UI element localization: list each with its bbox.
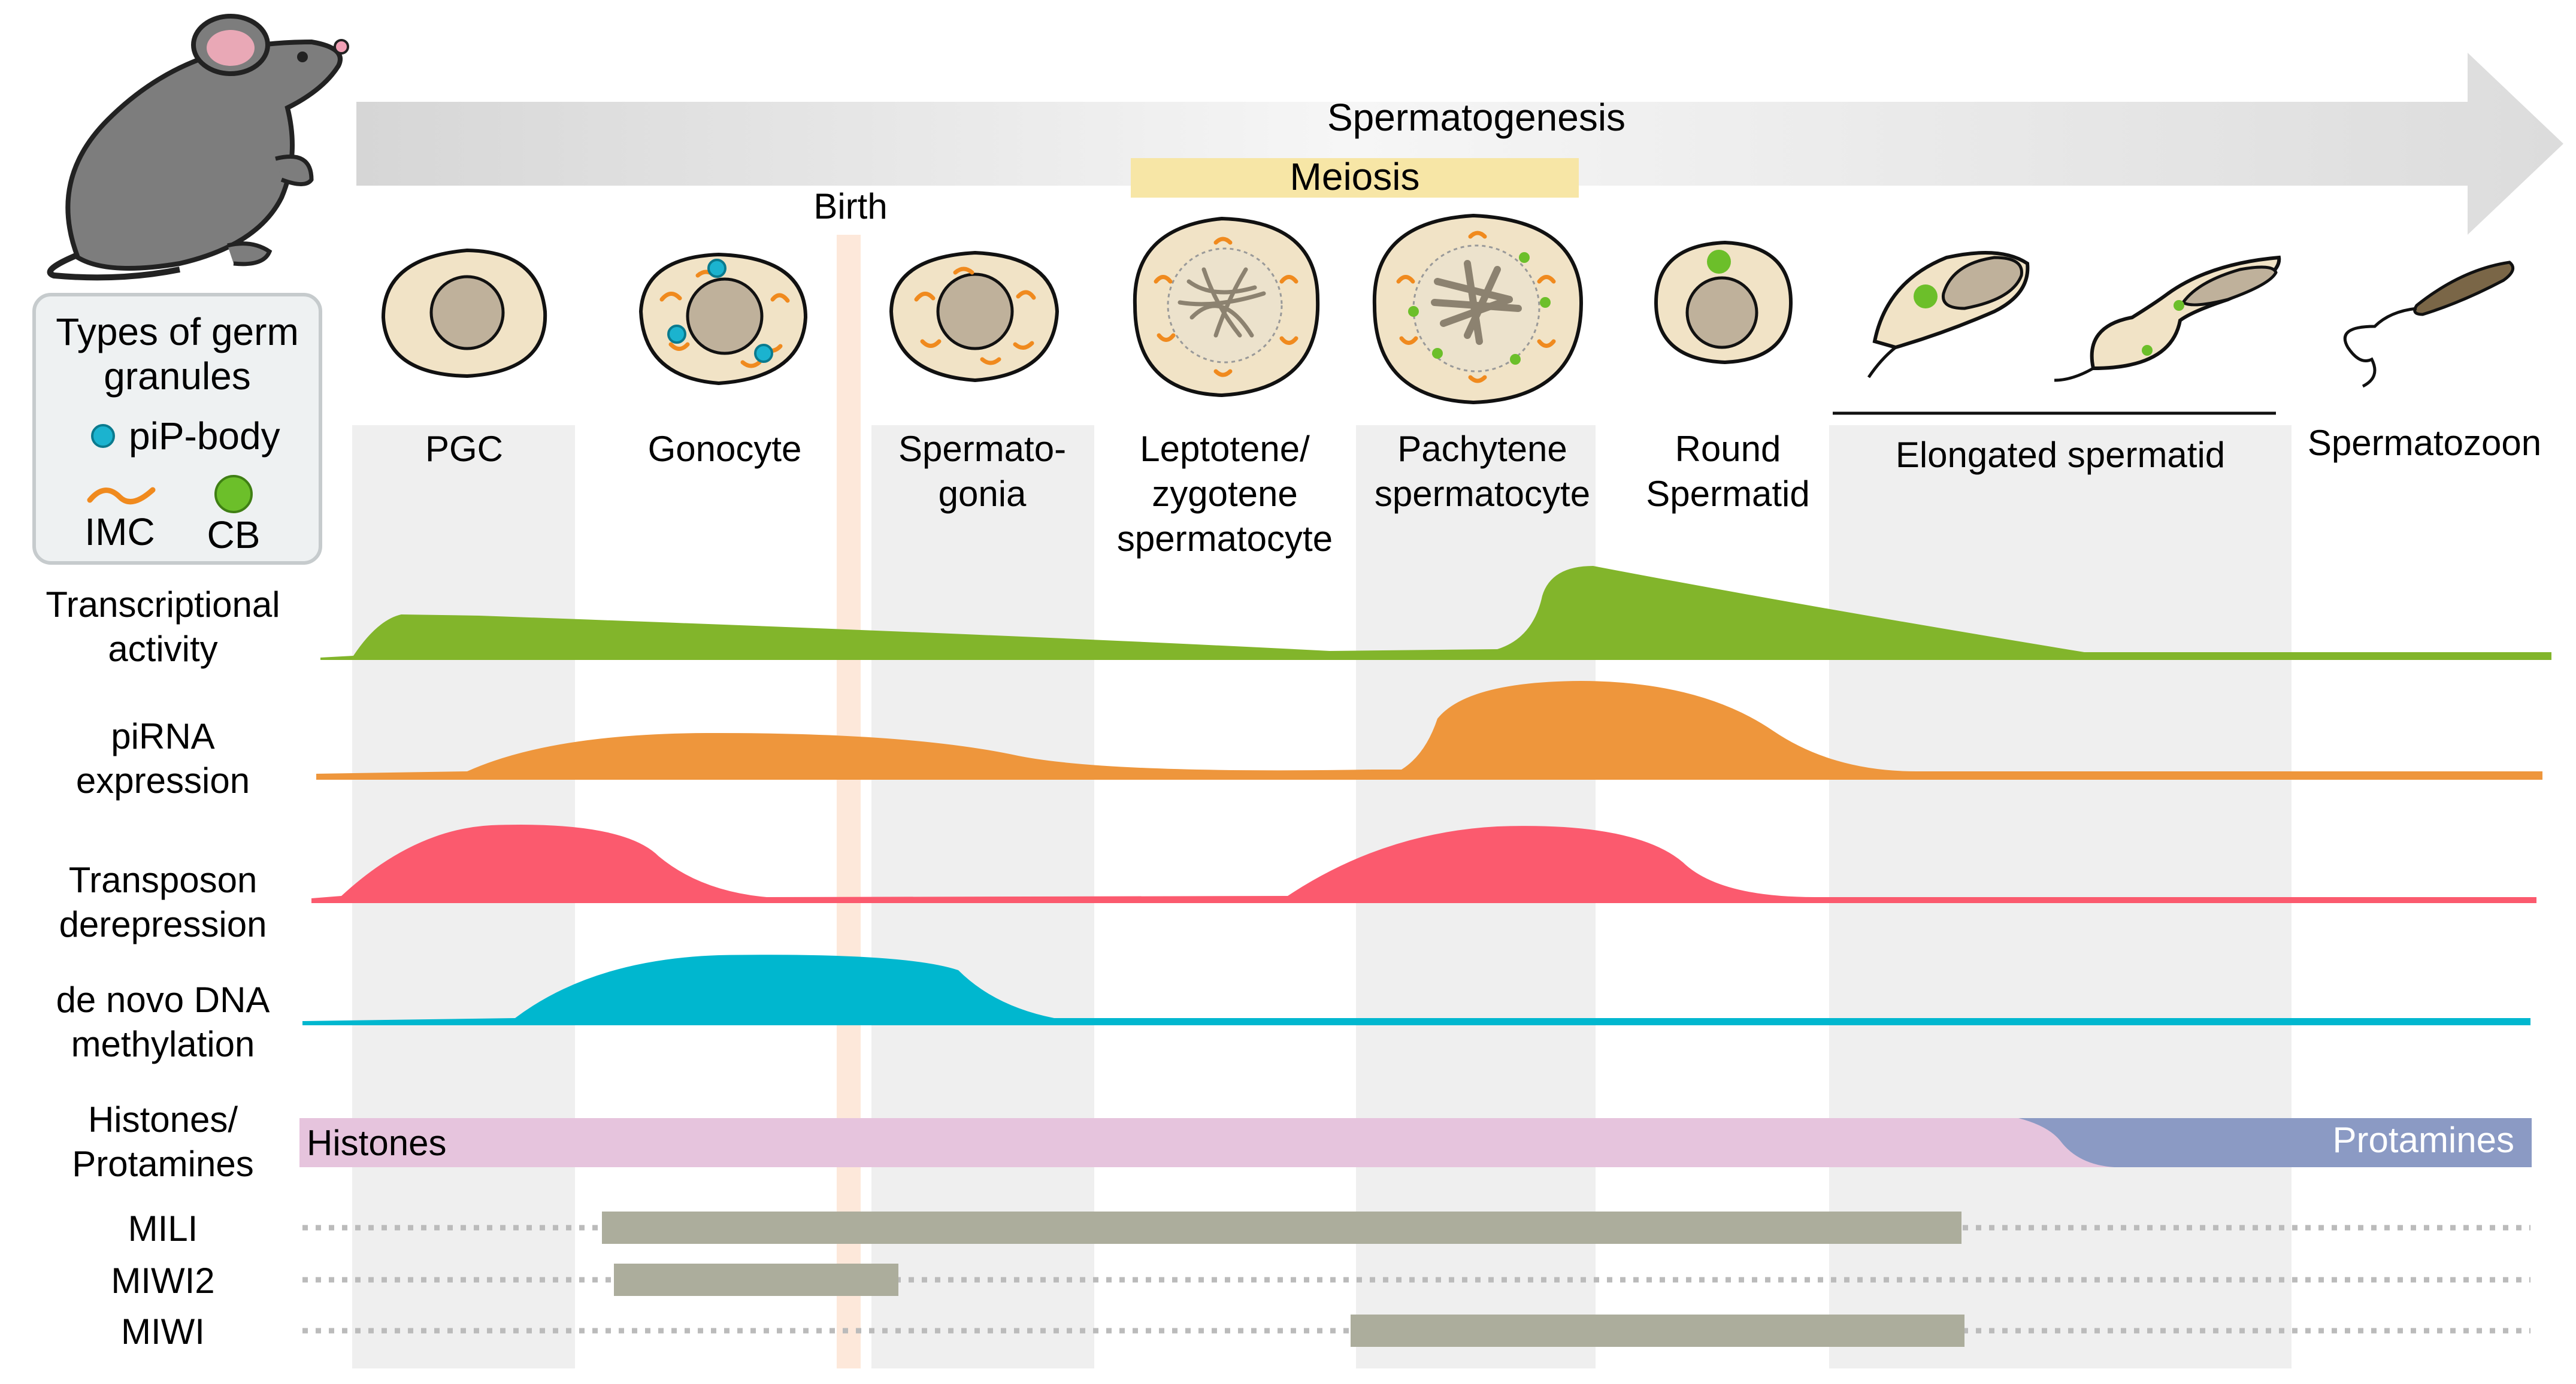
stage-label-6-line-0: Elongated spermatid	[1896, 435, 2225, 475]
track-label-3-line-0: de novo DNA	[56, 980, 270, 1020]
piP-body-icon	[754, 344, 773, 363]
protein-label-1: MIWI2	[111, 1261, 214, 1301]
cell-spermatogonia	[889, 250, 1060, 383]
IMC-icon	[87, 487, 156, 505]
piP-body-icon	[707, 259, 727, 278]
protein-label-0: MILI	[128, 1209, 198, 1249]
stage-label-2-line-1: gonia	[939, 474, 1027, 514]
meiosis-label: Meiosis	[1290, 155, 1420, 198]
stage-label-5-line-1: Spermatid	[1646, 474, 1809, 514]
track-label-2-line-0: Transposon	[69, 860, 258, 900]
piP-body-icon	[667, 325, 686, 344]
legend-title-line1: Types of germ	[56, 310, 299, 353]
meiosis-band	[1131, 158, 1579, 198]
track-label-0-line-1: activity	[108, 629, 217, 669]
protein-label-2: MIWI	[121, 1312, 205, 1352]
CB-icon	[1707, 250, 1731, 274]
transposon-derepression-curve	[311, 825, 2536, 903]
track-label-2-line-1: derepression	[59, 904, 267, 944]
chromatin-label-line-0: Histones/	[88, 1100, 238, 1140]
spermatogenesis-arrow	[356, 53, 2563, 235]
legend-imc-label: IMC	[84, 510, 155, 553]
cell-pgc	[381, 248, 547, 378]
cell-elongated-spermatid-late	[2054, 255, 2281, 382]
legend-box: Types of germ granules piP-body IMC CB	[32, 293, 322, 565]
spermatogenesis-label: Spermatogenesis	[1327, 96, 1625, 139]
stage-label-3-line-2: spermatocyte	[1117, 519, 1333, 559]
cell-round-spermatid	[1654, 240, 1793, 365]
track-label-1-line-1: expression	[76, 761, 250, 801]
mouse-illustration	[47, 14, 349, 281]
CB-icon	[214, 475, 253, 513]
stage-label-5-line-0: Round	[1675, 429, 1781, 469]
stage-label-4-line-0: Pachytene	[1397, 429, 1567, 469]
stage-label-7-line-0: Spermatozoon	[2308, 423, 2541, 463]
histones-band	[299, 1118, 2114, 1167]
stage-labels: PGC Gonocyte Spermato-gonia Leptotene/zygot…	[425, 423, 2541, 559]
histones-label: Histones	[307, 1123, 446, 1163]
stage-column-elongated	[1829, 425, 2292, 1368]
pirna-expression-curve	[316, 681, 2542, 780]
transcriptional-activity-curve	[320, 566, 2551, 660]
legend-pip-body-label: piP-body	[129, 414, 280, 458]
track-label-1-line-0: piRNA	[111, 716, 214, 756]
track-label-3-line-1: methylation	[71, 1024, 255, 1064]
legend-title-line2: granules	[104, 355, 251, 398]
stage-label-3-line-0: Leptotene/	[1140, 429, 1310, 469]
birth-line	[837, 235, 861, 1368]
cell-elongated-spermatid-early	[1867, 251, 2030, 378]
CB-icon	[2142, 345, 2153, 356]
stage-label-2-line-0: Spermato-	[898, 429, 1066, 469]
cell-pachytene	[1372, 213, 1584, 405]
cell-leptotene	[1133, 216, 1320, 398]
chromatin-label-line-1: Protamines	[72, 1144, 253, 1184]
dna-methylation-curve	[302, 955, 2530, 1025]
CB-icon	[2174, 300, 2184, 311]
cell-spermatozoon	[2343, 261, 2515, 388]
birth-label: Birth	[813, 186, 887, 226]
protein-bar-1	[614, 1264, 898, 1296]
stage-label-0-line-0: PGC	[425, 429, 503, 469]
protein-bar-2	[1351, 1315, 1964, 1347]
CB-icon	[1914, 284, 1938, 308]
stage-label-4-line-1: spermatocyte	[1375, 474, 1590, 514]
protamines-label: Protamines	[2333, 1120, 2514, 1160]
profile-curves	[302, 566, 2551, 1025]
stage-label-1-line-0: Gonocyte	[648, 429, 802, 469]
stage-label-3-line-1: zygotene	[1152, 474, 1298, 514]
track-label-0-line-0: Transcriptional	[46, 585, 280, 625]
cell-gonocyte	[638, 252, 808, 386]
legend-cb-label: CB	[207, 513, 261, 556]
protein-bar-0	[602, 1212, 1961, 1244]
piP-body-icon	[91, 424, 115, 448]
